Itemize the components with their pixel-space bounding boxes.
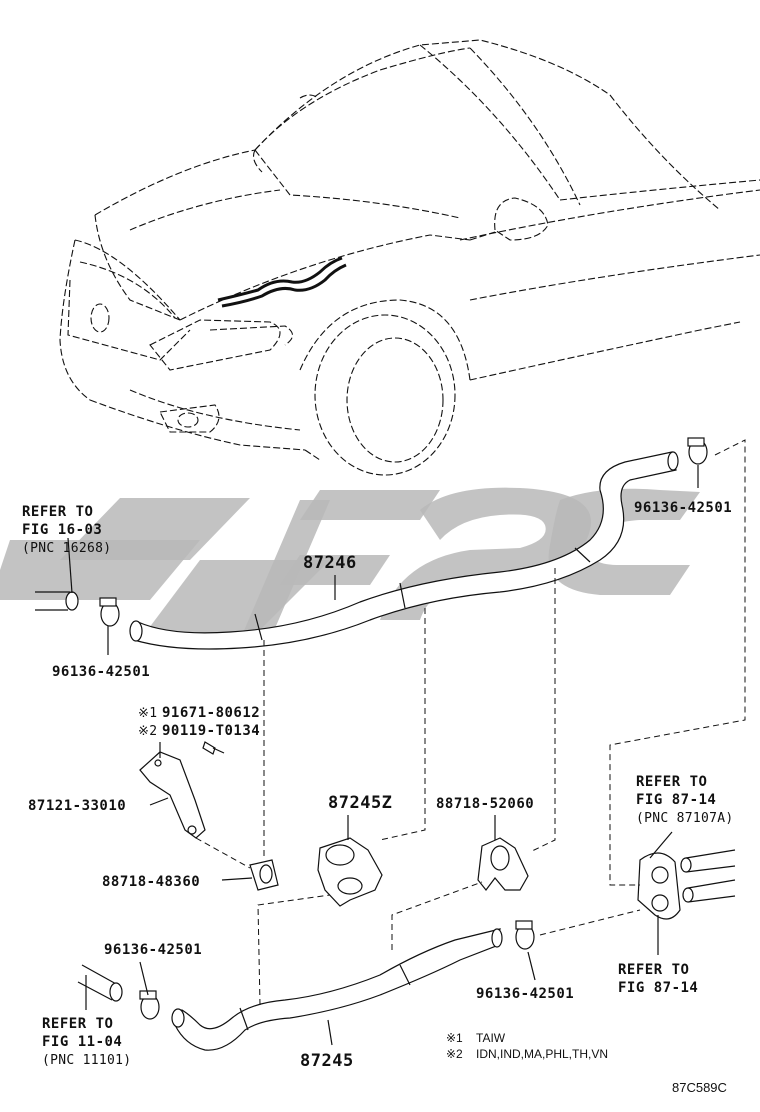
note2-text: IDN,IND,MA,PHL,TH,VN [476, 1047, 608, 1061]
clamp-lower-right[interactable] [515, 920, 535, 950]
ref-left-bottom-line2: FIG 11-04 [42, 1034, 122, 1050]
clip-88718-52060[interactable] [477, 837, 529, 891]
part-number-clip-lower-left[interactable]: 96136-42501 [104, 942, 202, 958]
ref-left-top-line2: FIG 16-03 [22, 522, 102, 538]
note1-mark: ※1 [446, 1031, 463, 1045]
ref-right-bottom-line1: REFER TO [618, 962, 689, 978]
label-ref-left-top[interactable]: REFER TO FIG 16-03 (PNC 16268) [22, 504, 111, 556]
part-number-clip-top-right[interactable]: 96136-42501 [634, 500, 732, 516]
part-number-87245z[interactable]: 87245Z [328, 793, 392, 813]
label-ref-left-bottom[interactable]: REFER TO FIG 11-04 (PNC 11101) [42, 1016, 131, 1068]
part-number-87245[interactable]: 87245 [300, 1051, 354, 1071]
label-bolt-numbers: ※1 91671-80612 ※2 90119-T0134 [138, 705, 260, 739]
bolt-icon[interactable] [202, 741, 225, 755]
part-number-bolt2[interactable]: 90119-T0134 [162, 723, 260, 739]
ref-right-top-line1: REFER TO [636, 774, 707, 790]
footnotes: ※1 TAIW ※2 IDN,IND,MA,PHL,TH,VN [446, 1031, 608, 1061]
label-ref-right-top[interactable]: REFER TO FIG 87-14 (PNC 87107A) [636, 774, 734, 826]
bolt2-mark: ※2 [138, 724, 157, 739]
bolt1-mark: ※1 [138, 706, 157, 721]
dashed-guides [195, 439, 746, 1006]
clamp-left-mid[interactable] [99, 597, 120, 627]
note2-mark: ※2 [446, 1047, 463, 1061]
ref-right-top-line3: (PNC 87107A) [636, 811, 734, 826]
ref-left-bottom-line1: REFER TO [42, 1016, 113, 1032]
clip-88718-48360[interactable] [249, 859, 279, 891]
bracket-87121[interactable] [139, 751, 206, 839]
ref-left-top-line1: REFER TO [22, 504, 93, 520]
leader-lines [67, 465, 699, 1046]
ref-left-top-line3: (PNC 16268) [22, 541, 111, 556]
grommet-right [637, 849, 736, 920]
part-number-87121[interactable]: 87121-33010 [28, 798, 126, 814]
ref-right-top-line2: FIG 87-14 [636, 792, 716, 808]
vehicle-outline [59, 39, 760, 476]
holder-87245z[interactable] [317, 837, 383, 907]
clamp-lower-left[interactable] [139, 990, 160, 1020]
hose-87246[interactable] [129, 451, 679, 650]
pipe-stub-left-bottom [77, 964, 123, 1002]
clamp-top-right[interactable] [687, 437, 708, 465]
part-number-88718-52060[interactable]: 88718-52060 [436, 796, 534, 812]
ref-left-bottom-line3: (PNC 11101) [42, 1053, 131, 1068]
part-number-88718-48360[interactable]: 88718-48360 [102, 874, 200, 890]
pipe-stub-left-top [35, 591, 79, 611]
ref-right-bottom-line2: FIG 87-14 [618, 980, 698, 996]
hose-87245[interactable] [171, 928, 503, 1051]
figure-code: 87C589C [672, 1080, 727, 1095]
part-number-bolt1[interactable]: 91671-80612 [162, 705, 260, 721]
part-number-87246[interactable]: 87246 [303, 553, 357, 573]
label-ref-right-bottom[interactable]: REFER TO FIG 87-14 [618, 962, 698, 996]
part-number-clip-lower-right[interactable]: 96136-42501 [476, 986, 574, 1002]
note1-text: TAIW [476, 1031, 506, 1045]
part-number-clip-left-mid[interactable]: 96136-42501 [52, 664, 150, 680]
